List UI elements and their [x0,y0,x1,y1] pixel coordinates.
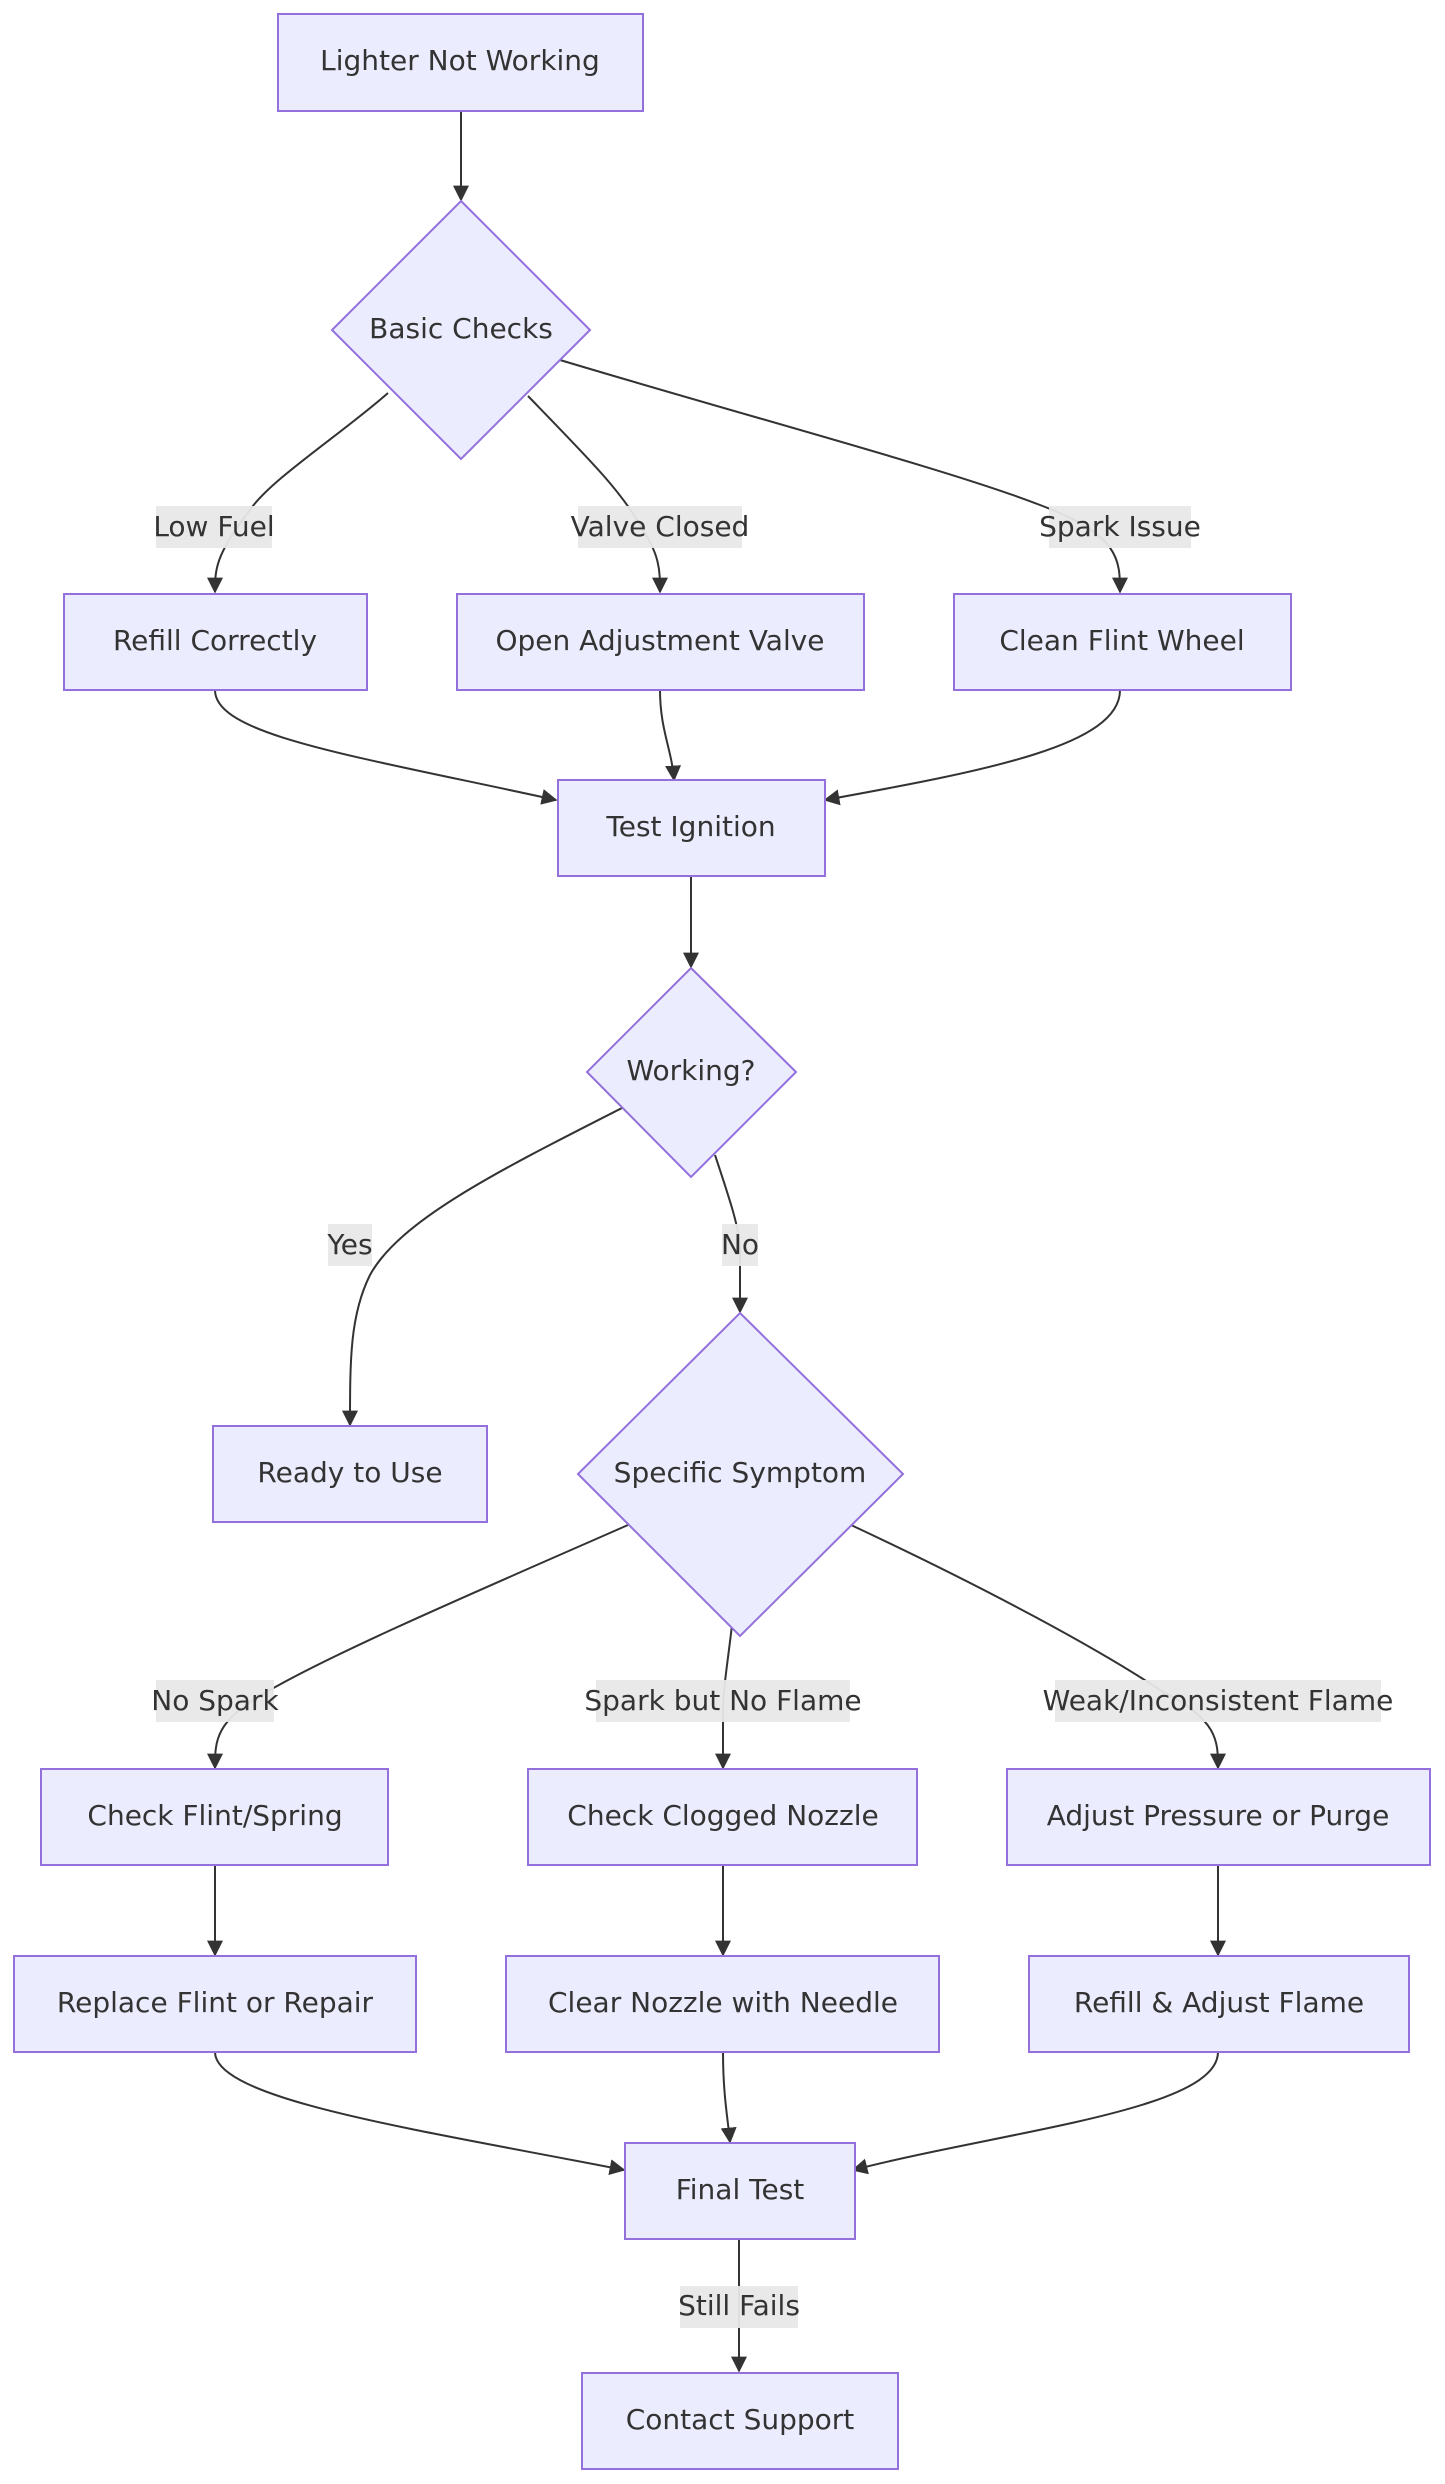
svg-text:Weak/Inconsistent Flame: Weak/Inconsistent Flame [1043,1684,1394,1717]
svg-text:Check Flint/Spring: Check Flint/Spring [87,1799,342,1832]
edge-label-spark-issue: Spark Issue [1039,506,1201,548]
node-lighter-not-working: Lighter Not Working [277,13,644,112]
svg-text:Test Ignition: Test Ignition [605,810,775,843]
edge-label-weak-inconsistent-flame: Weak/Inconsistent Flame [1043,1680,1394,1722]
svg-text:Valve Closed: Valve Closed [571,510,750,543]
node-refill-correctly: Refill Correctly [63,593,368,691]
edge-labels: Low Fuel Valve Closed Spark Issue Yes No… [151,506,1393,2328]
node-final-test: Final Test [624,2142,856,2240]
edge-basic-checks-low-fuel [207,392,389,594]
svg-text:Open Adjustment Valve: Open Adjustment Valve [495,624,824,657]
svg-text:Refill Correctly: Refill Correctly [113,624,317,657]
svg-text:Specific Symptom: Specific Symptom [614,1456,867,1489]
edge-symptom-weak-flame [850,1524,1226,1770]
edge-label-valve-closed: Valve Closed [571,506,750,548]
svg-text:No Spark: No Spark [151,1684,279,1717]
svg-text:Refill & Adjust Flame: Refill & Adjust Flame [1074,1986,1364,2019]
svg-text:Still Fails: Still Fails [678,2289,800,2322]
edge-label-spark-but-no-flame: Spark but No Flame [584,1680,862,1722]
edge-refill-to-test [214,689,558,805]
edge-label-no-spark: No Spark [151,1680,279,1722]
edge-label-low-fuel: Low Fuel [153,506,275,548]
svg-text:Low Fuel: Low Fuel [153,510,274,543]
svg-text:No: No [721,1228,759,1261]
svg-text:Ready to Use: Ready to Use [257,1456,442,1489]
edge-symptom-no-spark [207,1524,629,1770]
node-refill-adjust-flame: Refill & Adjust Flame [1028,1955,1410,2053]
edges [207,111,1226,2373]
svg-text:Spark Issue: Spark Issue [1039,510,1201,543]
edge-replace-to-final [214,2051,626,2176]
node-ready-to-use: Ready to Use [212,1425,488,1523]
edge-basic-checks-valve-closed [527,395,668,594]
node-basic-checks: Basic Checks [330,199,592,461]
svg-text:Clean Flint Wheel: Clean Flint Wheel [999,624,1244,657]
svg-text:Replace Flint or Repair: Replace Flint or Repair [57,1986,374,2019]
svg-text:Check Clogged Nozzle: Check Clogged Nozzle [567,1799,878,1832]
svg-text:Clear Nozzle with Needle: Clear Nozzle with Needle [548,1986,898,2019]
node-open-adjustment-valve: Open Adjustment Valve [456,593,865,691]
edge-label-still-fails: Still Fails [678,2286,800,2328]
edge-label-yes: Yes [326,1224,373,1266]
svg-text:Spark but No Flame: Spark but No Flame [584,1684,861,1717]
edge-basic-checks-spark-issue [559,359,1128,594]
node-clear-nozzle-with-needle: Clear Nozzle with Needle [505,1955,940,2053]
svg-text:Working?: Working? [626,1054,755,1087]
node-check-clogged-nozzle: Check Clogged Nozzle [527,1768,918,1866]
node-working: Working? [585,966,798,1179]
svg-text:Lighter Not Working: Lighter Not Working [320,44,600,77]
node-contact-support: Contact Support [581,2372,899,2470]
edge-refill-flame-to-final [851,2051,1219,2175]
node-clean-flint-wheel: Clean Flint Wheel [953,593,1292,691]
node-adjust-pressure-or-purge: Adjust Pressure or Purge [1006,1768,1431,1866]
svg-text:Final Test: Final Test [676,2173,805,2206]
node-test-ignition: Test Ignition [557,779,826,877]
edge-clear-to-final [720,2051,737,2144]
edge-label-no: No [721,1224,759,1266]
svg-text:Contact Support: Contact Support [626,2403,855,2436]
node-check-flint-spring: Check Flint/Spring [40,1768,389,1866]
edge-flint-wheel-to-test [823,689,1121,806]
svg-text:Yes: Yes [326,1228,372,1261]
nodes: Lighter Not Working Basic Checks Refill … [13,13,1431,2470]
edge-working-yes [342,1107,623,1427]
svg-text:Basic Checks: Basic Checks [369,312,553,345]
node-specific-symptom: Specific Symptom [576,1311,905,1638]
edge-valve-to-test [659,689,682,782]
svg-text:Adjust Pressure or Purge: Adjust Pressure or Purge [1047,1799,1390,1832]
node-replace-flint-or-repair: Replace Flint or Repair [13,1955,417,2053]
